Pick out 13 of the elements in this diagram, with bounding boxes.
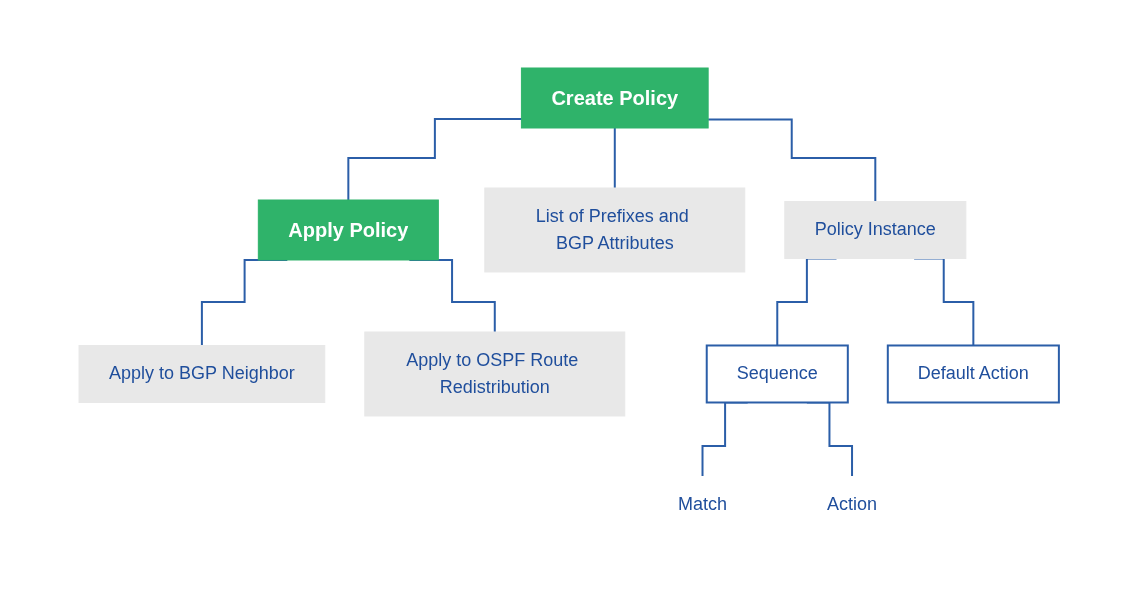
node-text: Action [827,493,878,514]
node-box: Apply to OSPF Route Redistribution [364,331,626,416]
node-box: Policy Instance [784,200,967,259]
node-box: Create Policy [520,67,709,128]
node-box: Default Action [886,344,1060,403]
connector [707,118,877,202]
node-box: Apply Policy [257,199,439,260]
node-box: List of Prefixes and BGP Attributes [484,187,746,272]
connector [347,117,523,201]
node-box: Sequence [705,344,849,403]
node-text: Match [678,493,728,514]
node-box: Apply to BGP Neighbor [78,344,326,403]
connector [613,126,616,189]
